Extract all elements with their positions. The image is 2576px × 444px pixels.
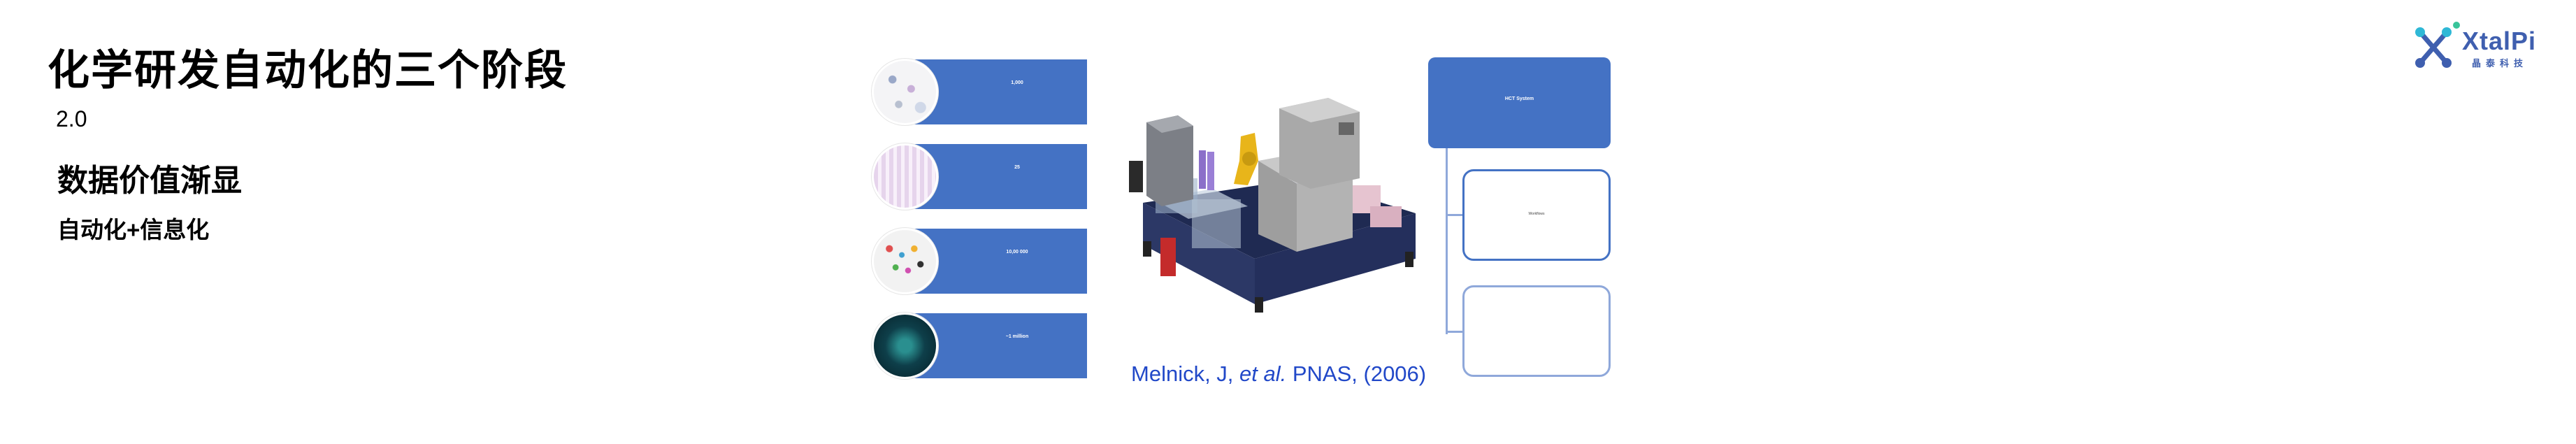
banner-4: ~1 million <box>872 313 1087 379</box>
citation-caption: Melnick, J, et al. PNAS, (2006) <box>1131 361 1426 387</box>
tree-connector-horizontal <box>1446 214 1462 216</box>
well-plate-photo-icon <box>872 228 938 294</box>
citation-journal: PNAS, (2006) <box>1286 361 1427 386</box>
tree-root-box: HCT System <box>1428 57 1611 148</box>
banner-title: 1,000 <box>1011 80 1023 85</box>
slide-title: 化学研发自动化的三个阶段 <box>48 47 568 94</box>
subtitle: 数据价值渐显 <box>57 164 242 198</box>
banner-title: 25 <box>1014 165 1020 170</box>
logo-wordmark: XtalPi <box>2462 27 2537 55</box>
citation-etal: et al. <box>1239 361 1287 386</box>
banner-title: 10,00 000 <box>1006 250 1028 255</box>
tree-root-title: HCT System <box>1504 96 1534 101</box>
tree-connector-vertical <box>1446 148 1448 334</box>
version-label: 2.0 <box>56 106 87 131</box>
tree-child-text: Workflows <box>1528 212 1545 216</box>
banner-3: 10,00 000 <box>872 228 1087 294</box>
banner-2: 25 <box>872 143 1087 210</box>
crystal-imaging-photo-icon <box>872 313 938 379</box>
banner-1: 1,000 <box>872 59 1087 125</box>
pipette-tips-photo-icon <box>872 143 938 210</box>
banner-title: ~1 million <box>1005 334 1029 339</box>
logo-subtext: 晶泰科技 <box>2472 58 2528 69</box>
citation-author: Melnick, J, <box>1131 361 1240 386</box>
tree-child-box-1: Workflows <box>1462 169 1611 261</box>
sample-vials-photo-icon <box>872 59 938 125</box>
tree-child-box-2 <box>1462 285 1611 377</box>
xtalpi-logo-icon <box>2415 22 2460 68</box>
tree-connector-horizontal <box>1446 331 1462 333</box>
subtitle-secondary: 自动化+信息化 <box>57 217 210 243</box>
automation-workstation-illustration <box>1129 98 1416 313</box>
